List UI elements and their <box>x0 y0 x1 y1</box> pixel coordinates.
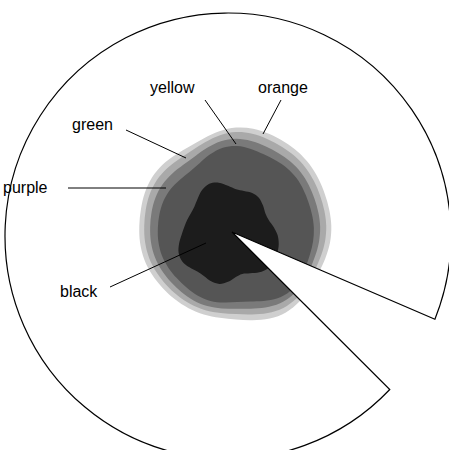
filter-paper-outline <box>5 13 449 450</box>
color-label: orange <box>258 79 308 97</box>
leader-line <box>110 243 206 287</box>
leader-line <box>68 188 166 189</box>
color-label: green <box>72 116 113 134</box>
leader-line <box>205 100 236 144</box>
color-label: purple <box>3 179 47 197</box>
leader-line <box>126 130 186 158</box>
wedge-cut <box>232 232 449 421</box>
leader-line <box>263 100 281 134</box>
black-core <box>178 182 278 283</box>
color-label: yellow <box>150 79 194 97</box>
color-label: black <box>60 283 97 301</box>
leader-lines <box>68 100 281 287</box>
paper-cut <box>5 13 449 450</box>
